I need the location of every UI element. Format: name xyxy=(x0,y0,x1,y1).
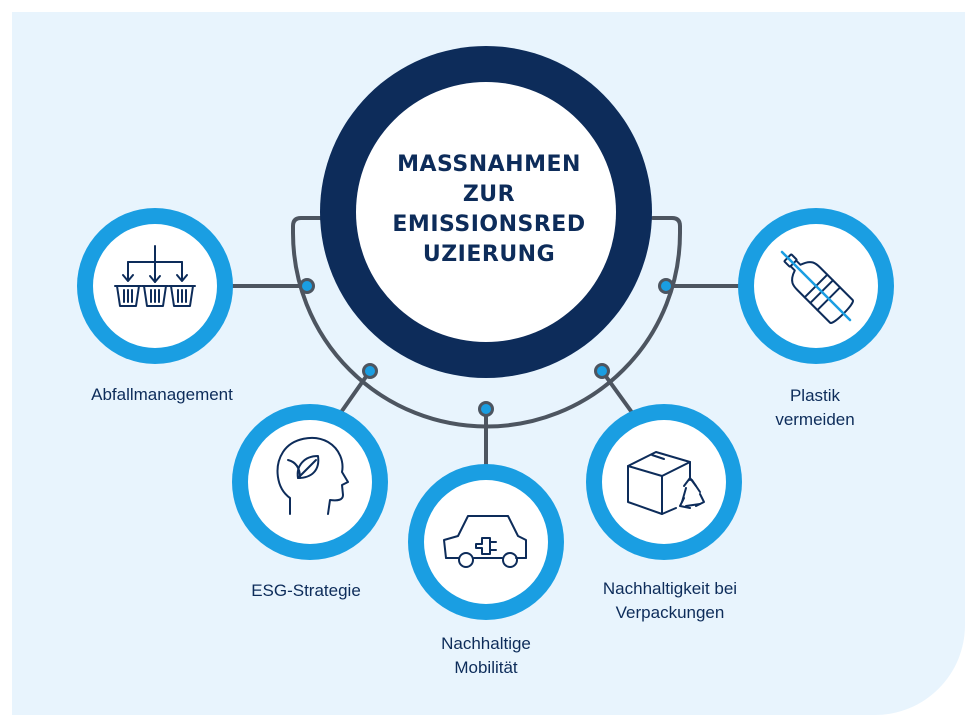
item-circle-verpackung xyxy=(586,404,742,560)
recycle-box-icon xyxy=(627,451,705,515)
node-abfall xyxy=(299,278,315,294)
electric-car-icon xyxy=(443,515,527,568)
label-esg-strategie: ESG-Strategie xyxy=(206,579,406,603)
label-line: vermeiden xyxy=(775,410,855,429)
node-mobilitaet xyxy=(478,401,494,417)
label-abfallmanagement: Abfallmanagement xyxy=(62,383,262,407)
no-plastic-bottle-icon xyxy=(780,250,854,324)
label-text: ESG-Strategie xyxy=(251,581,361,600)
waste-sorting-bins-icon xyxy=(114,245,196,307)
center-title-line: EMISSIONSRED xyxy=(392,212,586,237)
center-title: MASSNAHMEN ZUR EMISSIONSRED UZIERUNG xyxy=(378,150,600,270)
node-esg xyxy=(362,363,378,379)
label-plastik-vermeiden: Plastik vermeiden xyxy=(740,384,890,432)
connector-esg xyxy=(335,369,372,420)
item-circle-mobilitaet xyxy=(408,464,564,620)
label-line: Verpackungen xyxy=(615,603,725,622)
label-nachhaltige-mobilitaet: Nachhaltige Mobilität xyxy=(386,632,586,680)
node-plastik xyxy=(658,278,674,294)
center-circle xyxy=(320,46,652,378)
label-line: Mobilität xyxy=(454,658,518,677)
label-line: Plastik xyxy=(789,386,841,405)
label-line: Nachhaltige xyxy=(441,634,531,653)
connector-nodes xyxy=(299,278,674,417)
connector-verpackung xyxy=(600,369,638,420)
node-verpackung xyxy=(594,363,610,379)
label-nachhaltigkeit-verpackungen: Nachhaltigkeit bei Verpackungen xyxy=(570,577,770,625)
head-leaf-icon xyxy=(276,436,349,515)
center-title-line: MASSNAHMEN xyxy=(397,152,581,177)
label-text: Abfallmanagement xyxy=(91,385,233,404)
label-line: Nachhaltigkeit bei xyxy=(602,579,738,598)
connector-lines xyxy=(230,216,744,477)
item-circle-esg xyxy=(232,404,388,560)
center-title-line: UZIERUNG xyxy=(422,242,556,267)
center-title-line: ZUR xyxy=(462,182,516,207)
